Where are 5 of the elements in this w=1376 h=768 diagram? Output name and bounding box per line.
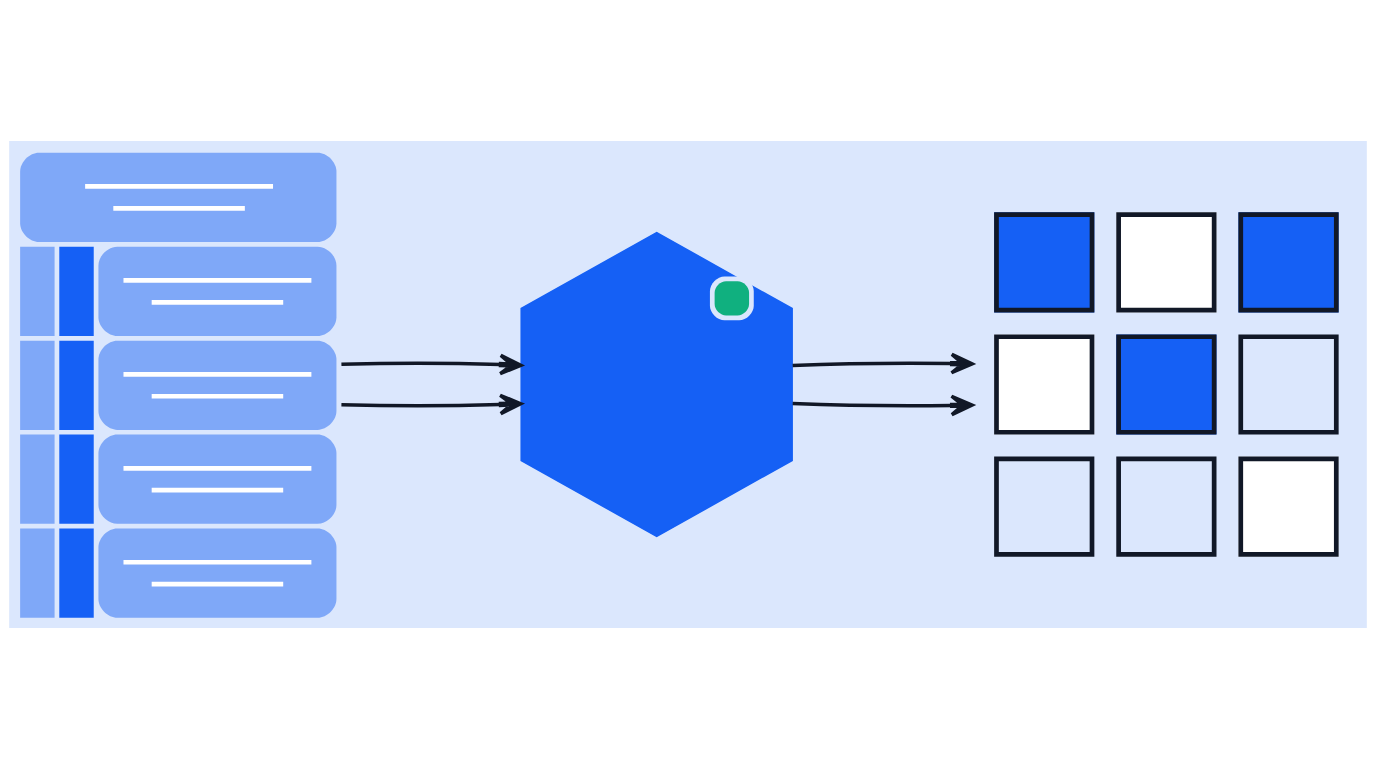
arrow <box>792 394 974 416</box>
arrow <box>341 393 523 415</box>
node-hexagon <box>520 231 793 537</box>
arrow <box>792 352 974 374</box>
arrow <box>341 353 523 375</box>
